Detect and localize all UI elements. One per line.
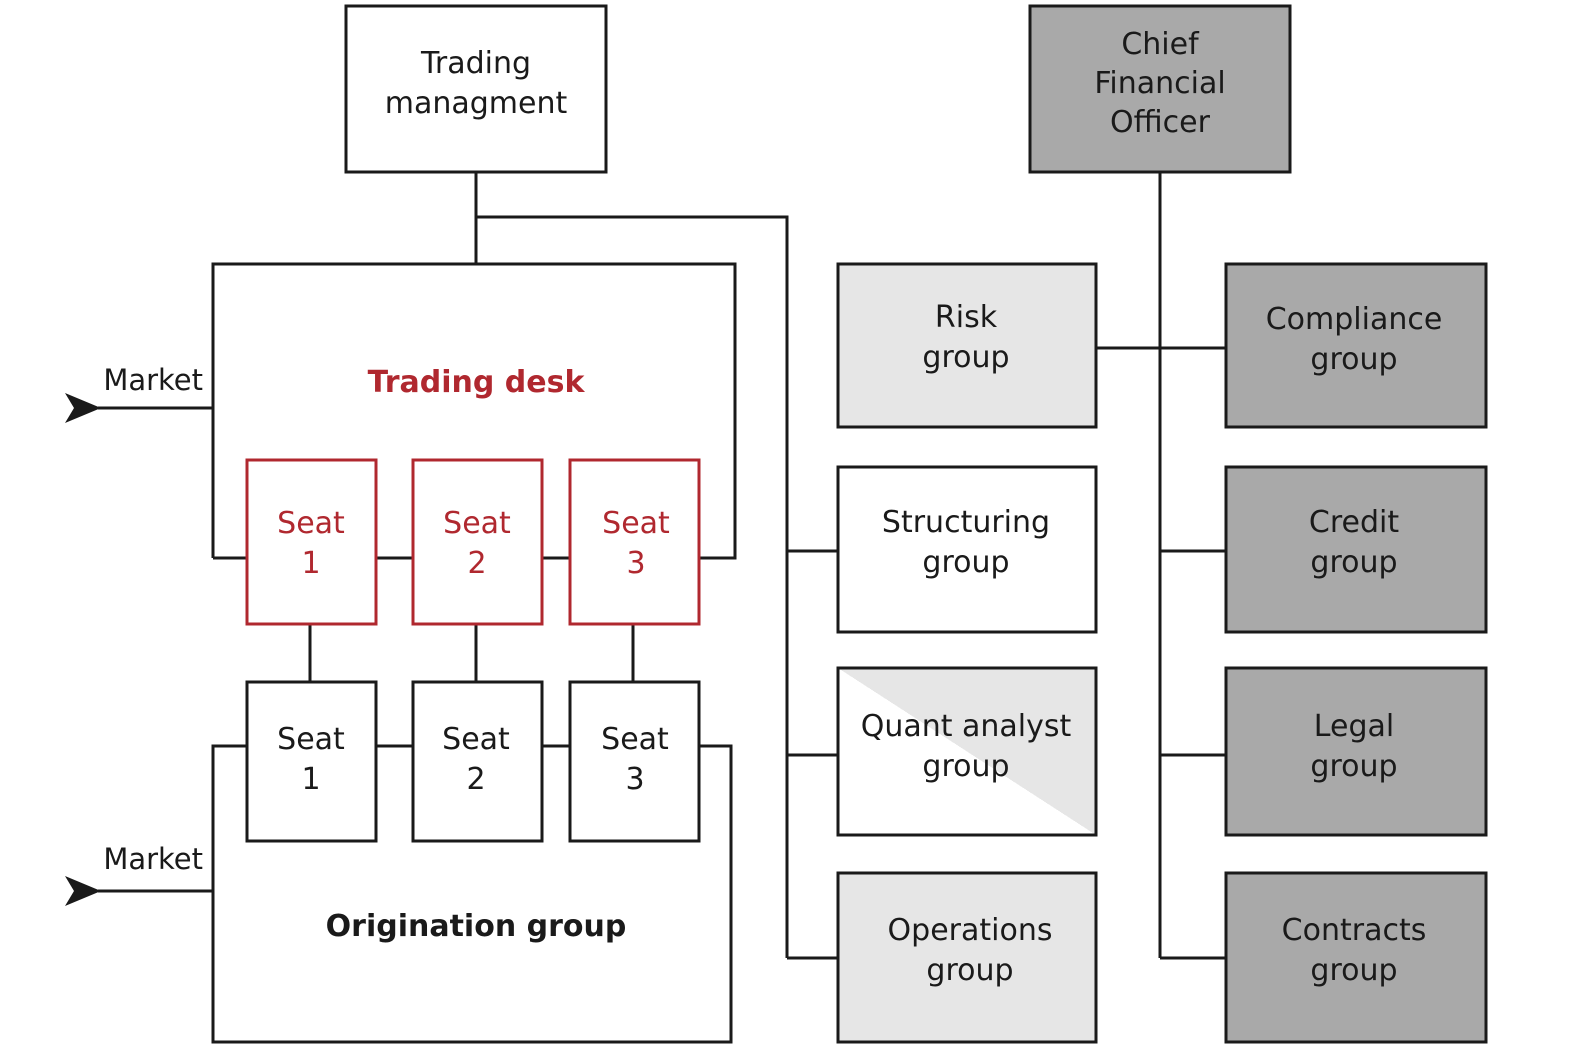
orig-seat-1: Seat 1 <box>245 680 378 843</box>
origination-group-title: Origination group <box>326 909 627 944</box>
operations-group-line2: group <box>926 953 1013 988</box>
desk-seat-2: Seat 2 <box>411 458 544 626</box>
desk-seat-2-line1: Seat <box>443 506 511 541</box>
risk-group-box: Risk group <box>836 262 1098 429</box>
cfo-line2: Financial <box>1094 66 1225 101</box>
risk-group-line1: Risk <box>935 300 998 335</box>
contracts-group-line2: group <box>1310 953 1397 988</box>
legal-group-line2: group <box>1310 749 1397 784</box>
operations-group-line1: Operations <box>888 913 1053 948</box>
credit-group-line1: Credit <box>1309 505 1399 540</box>
quant-analyst-group-box: Quant analyst group <box>836 666 1098 837</box>
cfo-box: Chief Financial Officer <box>1028 4 1292 174</box>
orig-seat-1-line1: Seat <box>277 722 345 757</box>
orig-seat-2-line1: Seat <box>442 722 510 757</box>
operations-group-box: Operations group <box>836 871 1098 1044</box>
trading-management-line1: Trading <box>420 46 531 81</box>
structuring-group-box: Structuring group <box>836 465 1098 634</box>
origination-outline <box>211 744 733 1044</box>
orig-seat-2: Seat 2 <box>411 680 544 843</box>
market-label-bottom: Market <box>103 842 203 876</box>
compliance-group-line1: Compliance <box>1266 302 1443 337</box>
structuring-group-line2: group <box>922 545 1009 580</box>
desk-seat-1: Seat 1 <box>245 458 378 626</box>
desk-seat-3-line2: 3 <box>626 546 645 581</box>
quant-group-line1: Quant analyst <box>861 709 1072 744</box>
structuring-group-line1: Structuring <box>882 505 1050 540</box>
credit-group-box: Credit group <box>1224 465 1488 634</box>
legal-group-line1: Legal <box>1314 709 1394 744</box>
contracts-group-box: Contracts group <box>1224 871 1488 1044</box>
orig-seat-3-line1: Seat <box>601 722 669 757</box>
market-label-top: Market <box>103 363 203 397</box>
compliance-group-line2: group <box>1310 342 1397 377</box>
desk-seat-3-line1: Seat <box>602 506 670 541</box>
credit-group-line2: group <box>1310 545 1397 580</box>
cfo-line1: Chief <box>1121 27 1200 62</box>
risk-group-line2: group <box>922 340 1009 375</box>
connector-tm-to-middle <box>476 215 789 958</box>
trading-desk-outline <box>211 262 737 560</box>
connectors <box>65 172 1226 1044</box>
trading-management-box: Trading managment <box>344 4 608 174</box>
desk-seat-1-line2: 1 <box>301 546 320 581</box>
trading-desk-title: Trading desk <box>368 365 586 400</box>
orig-seat-1-line2: 1 <box>301 762 320 797</box>
orig-seat-2-line2: 2 <box>466 762 485 797</box>
trading-management-line2: managment <box>385 86 568 121</box>
cfo-line3: Officer <box>1110 105 1211 140</box>
legal-group-box: Legal group <box>1224 666 1488 837</box>
desk-seat-2-line2: 2 <box>467 546 486 581</box>
quant-group-line2: group <box>922 749 1009 784</box>
contracts-group-line1: Contracts <box>1282 913 1427 948</box>
orig-seat-3: Seat 3 <box>568 680 701 843</box>
compliance-group-box: Compliance group <box>1224 262 1488 429</box>
desk-seat-1-line1: Seat <box>277 506 345 541</box>
orig-seat-3-line2: 3 <box>625 762 644 797</box>
desk-seat-3: Seat 3 <box>568 458 701 626</box>
